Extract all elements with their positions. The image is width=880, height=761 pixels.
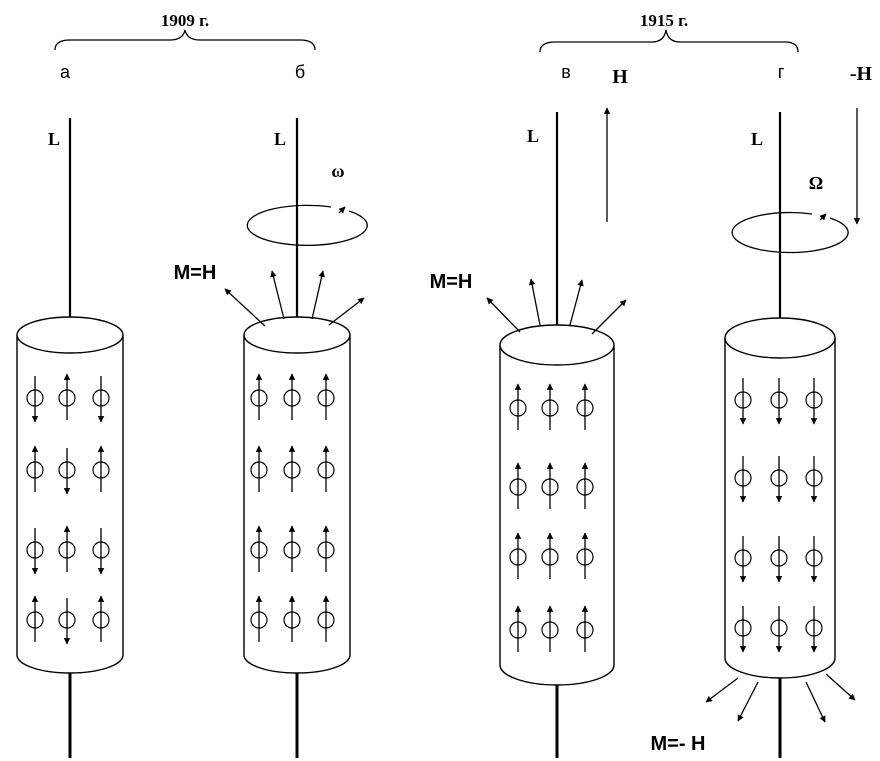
cylinder-top-a [16, 316, 124, 354]
year-1909-label: 1909 г. [161, 11, 209, 30]
cylinder-top-b [243, 316, 351, 354]
rod-label-b: L [274, 129, 286, 149]
magnetization-ray-b [311, 270, 325, 320]
magnetization-ray-g [737, 681, 759, 722]
magnetization-ray-v [591, 299, 627, 335]
magnetization-ray-g [805, 681, 826, 723]
rotation-label-big-omega: Ω [809, 173, 823, 193]
panel-letter-v: в [561, 62, 571, 82]
magnetization-ray-g [825, 673, 856, 701]
cylinder-bottom-v [499, 664, 615, 686]
rotation-label-omega: ω [331, 161, 344, 181]
magnetization-ray-v [528, 278, 541, 326]
rod-label-a: L [48, 129, 60, 149]
brace-1915 [539, 29, 799, 53]
magnetization-label-g: M=- H [651, 733, 706, 755]
cylinder-top-v [499, 324, 615, 366]
rod-label-g: L [751, 129, 763, 149]
panel-letter-a: а [60, 62, 71, 82]
field-label-minus-h: -H [850, 63, 873, 85]
magnetization-ray-v [486, 297, 521, 333]
magnetization-ray-b [224, 288, 266, 327]
cylinder-bottom-g [724, 657, 836, 679]
panel-letter-g: г [778, 62, 785, 82]
rotation-ellipse-b-head [338, 206, 346, 214]
rotation-ellipse-b [246, 204, 368, 246]
panel-letter-b: б [295, 62, 305, 82]
rotation-ellipse-g-head [819, 213, 827, 221]
brace-1909 [54, 29, 316, 51]
cylinder-bottom-b [243, 654, 351, 674]
year-1915-label: 1915 г. [640, 11, 688, 30]
magnetization-ray-b [270, 270, 285, 320]
rod-label-v: L [527, 126, 539, 146]
magnetization-ray-b [328, 297, 365, 326]
field-label-h: H [612, 66, 628, 88]
magnetization-label-b: M=H [174, 262, 217, 284]
rotation-ellipse-g [731, 211, 849, 254]
magnetization-ray-v [569, 279, 584, 326]
magnetization-label-v: M=H [430, 271, 473, 293]
cylinder-bottom-a [16, 654, 124, 674]
magnetization-ray-g [705, 677, 739, 703]
figures [16, 107, 861, 758]
cylinder-top-g [724, 317, 836, 359]
